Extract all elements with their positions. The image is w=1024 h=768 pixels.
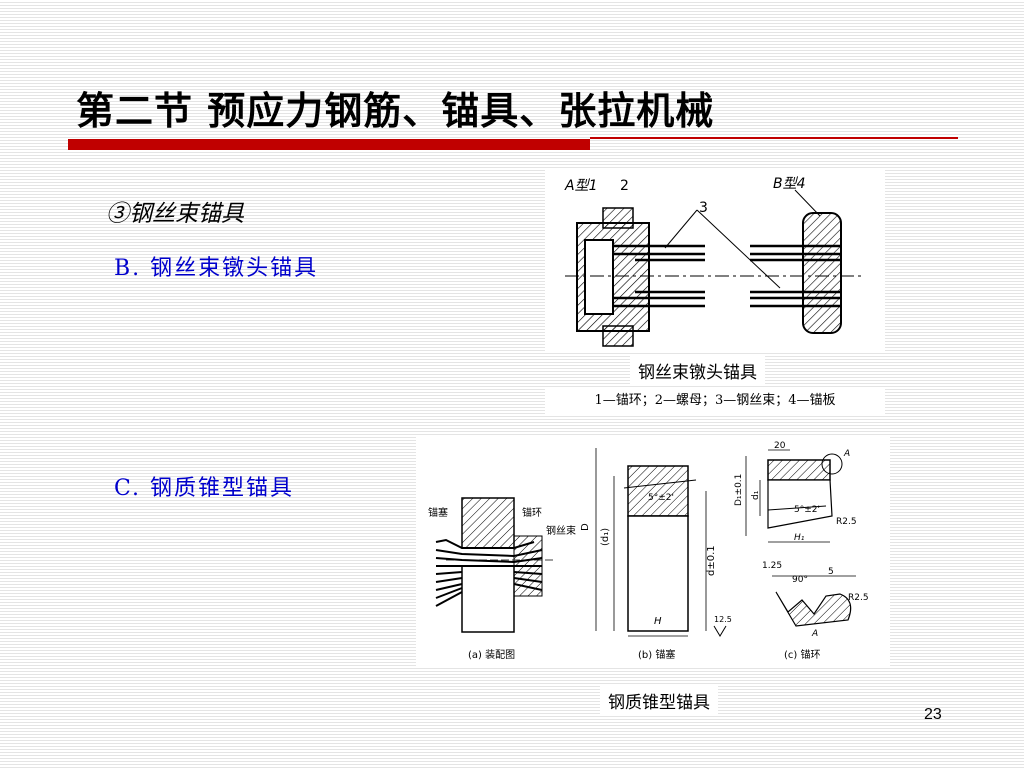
subheading: ③钢丝束锚具 bbox=[106, 201, 244, 227]
upset-anchor-legend: 1—锚环；2—螺母；3—钢丝束；4—锚板 bbox=[545, 388, 885, 414]
cone-anchor-diagram: 锚塞 锚环 钢丝束 (a) 装配图 D (d₁) d±0.1 H 5°±2' 1… bbox=[416, 436, 890, 666]
label-dim5: 5 bbox=[828, 567, 834, 577]
label-part-3: 3 bbox=[699, 200, 708, 216]
upset-anchor-diagram: A型1 2 3 B型4 bbox=[545, 168, 885, 353]
title-underline-line bbox=[590, 137, 958, 139]
label-angle1: 5°±2' bbox=[648, 493, 674, 503]
label-ring: 锚环 bbox=[522, 507, 542, 519]
label-A: A bbox=[843, 449, 850, 459]
label-plug: 锚塞 bbox=[428, 506, 448, 519]
subcaption-a: (a) 装配图 bbox=[468, 648, 515, 661]
slide-title: 第二节 预应力钢筋、锚具、张拉机械 bbox=[76, 89, 715, 133]
label-dim20: 20 bbox=[774, 441, 786, 451]
page-number: 23 bbox=[924, 706, 942, 723]
label-d1: d₁ bbox=[751, 490, 761, 500]
label-wire: 钢丝束 bbox=[546, 524, 576, 537]
item-b: B. 钢丝束镦头锚具 bbox=[114, 256, 319, 281]
label-A2: A bbox=[811, 629, 818, 639]
cone-anchor-caption: 钢质锥型锚具 bbox=[600, 686, 718, 715]
label-dc: (d₁) bbox=[600, 528, 611, 546]
subcaption-b: (b) 锚塞 bbox=[638, 648, 675, 661]
label-D: D bbox=[580, 523, 591, 531]
label-rough: 12.5 bbox=[714, 615, 732, 624]
subcaption-c: (c) 锚环 bbox=[784, 649, 820, 661]
label-R2: R2.5 bbox=[848, 593, 869, 603]
label-type-b: B型4 bbox=[773, 176, 806, 192]
label-R1: R2.5 bbox=[836, 517, 857, 527]
item-c: C. 钢质锥型锚具 bbox=[114, 476, 295, 501]
label-H1: H₁ bbox=[794, 533, 805, 543]
label-dim125: 1.25 bbox=[762, 561, 782, 571]
label-H: H bbox=[654, 616, 662, 627]
label-angle2: 5°±2' bbox=[794, 505, 820, 515]
label-deg90: 90° bbox=[792, 575, 808, 585]
upset-anchor-caption: 钢丝束镦头锚具 bbox=[630, 356, 765, 385]
label-part-2: 2 bbox=[620, 178, 629, 194]
label-type-a: A型1 bbox=[564, 178, 597, 194]
label-D1: D₁±0.1 bbox=[734, 474, 744, 506]
label-d: d±0.1 bbox=[706, 545, 717, 576]
title-underline-bar bbox=[68, 139, 590, 150]
